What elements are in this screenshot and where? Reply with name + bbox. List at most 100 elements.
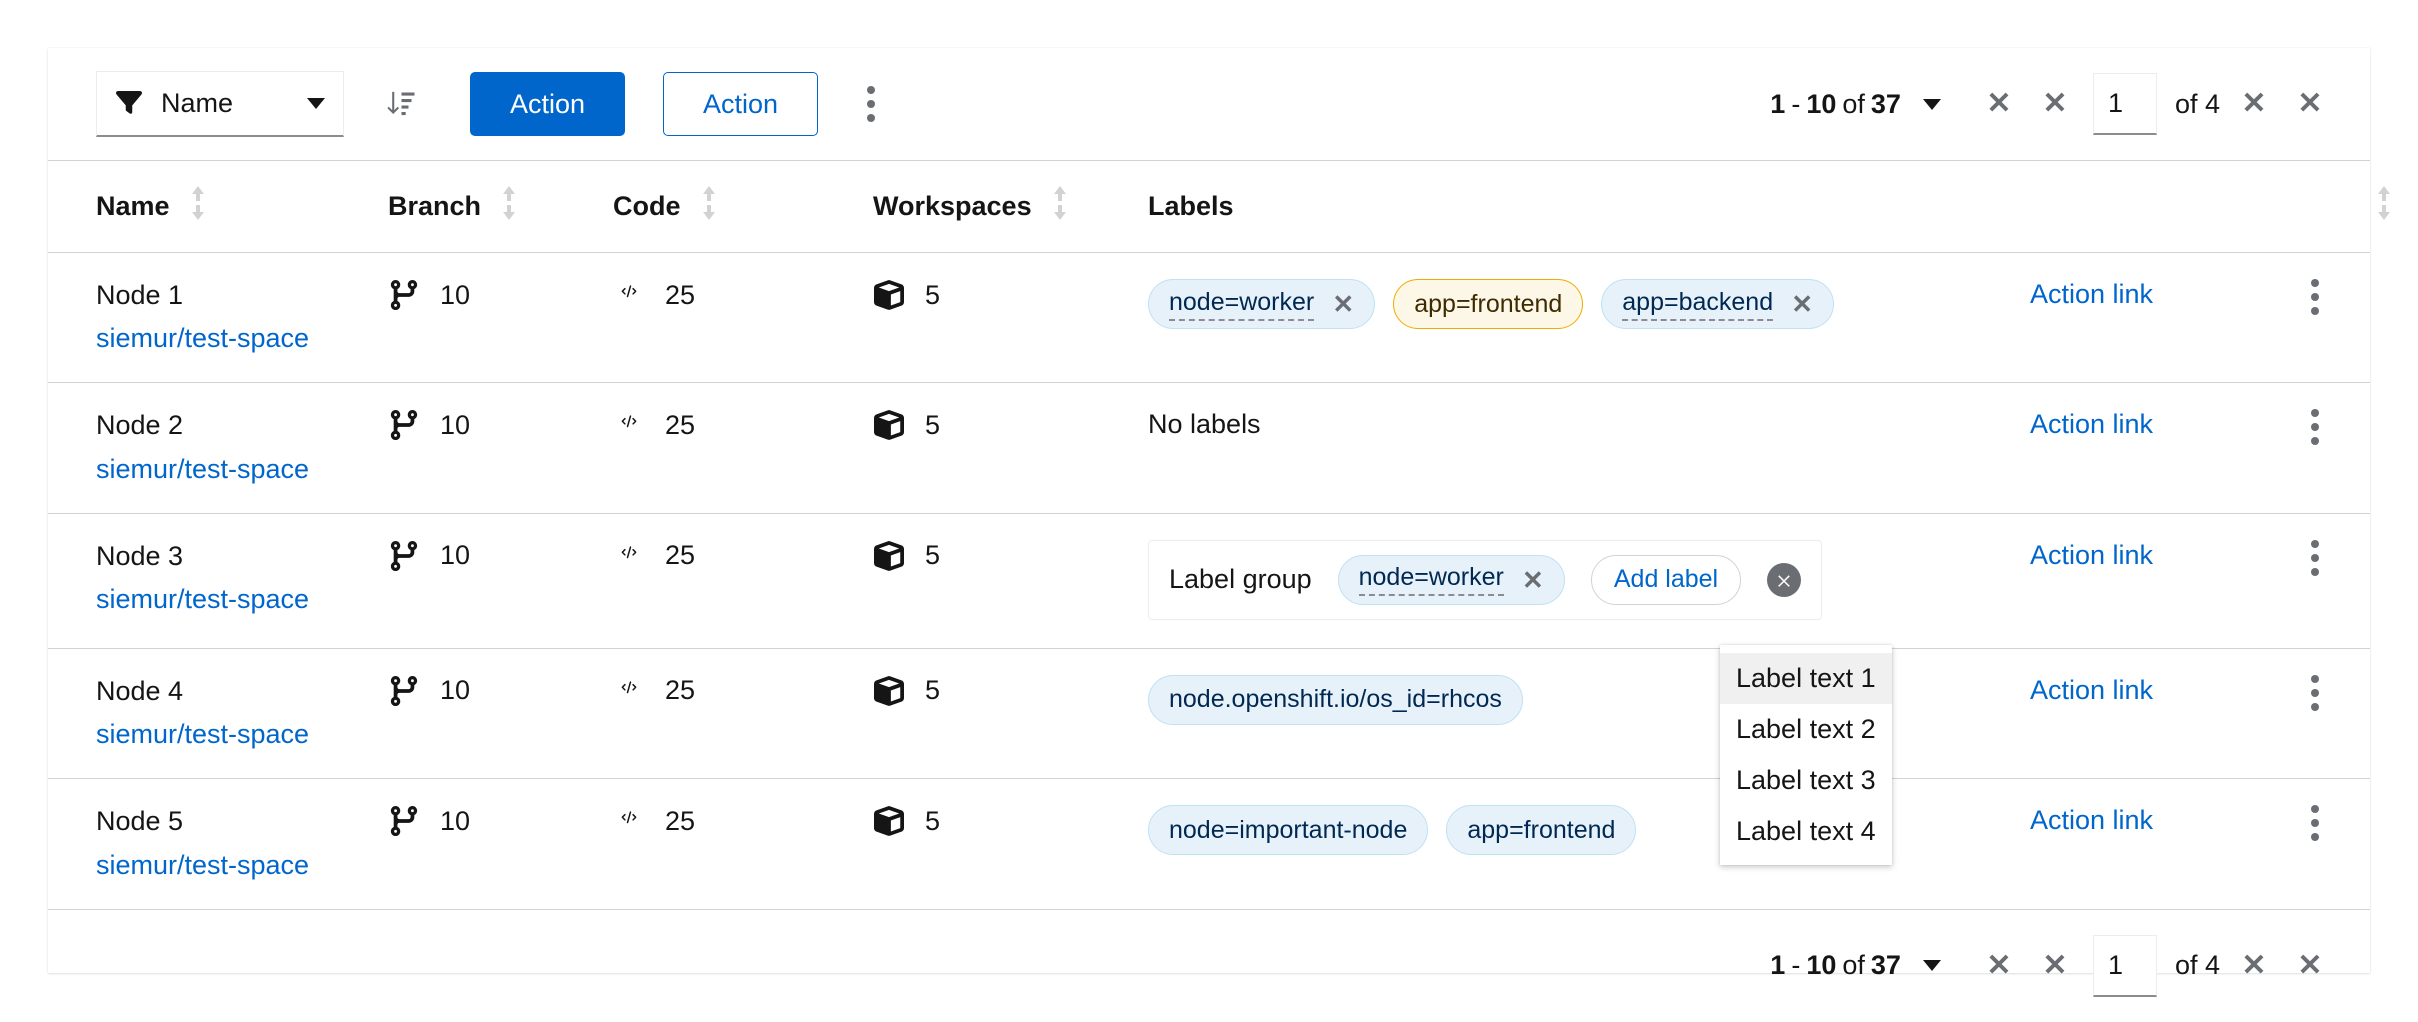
label-chip-text: app=backend bbox=[1622, 288, 1774, 321]
code-icon bbox=[619, 677, 639, 697]
row-kebab-button[interactable] bbox=[2260, 805, 2370, 842]
pagination-last-button[interactable]: ✕ bbox=[2282, 76, 2338, 132]
label-chip-list: node.openshift.io/os_id=rhcos bbox=[1148, 674, 2030, 725]
pagination-page-total: of 4 bbox=[2174, 950, 2220, 981]
label-chip[interactable]: app=frontend bbox=[1446, 805, 1637, 856]
cell-kebab bbox=[2259, 252, 2370, 384]
column-header-name[interactable]: Name bbox=[48, 160, 388, 253]
filter-select[interactable]: Name bbox=[96, 71, 344, 137]
column-header-branch[interactable]: Branch bbox=[388, 160, 613, 253]
kebab-vertical-icon bbox=[2310, 805, 2319, 842]
pagination-page-total: of 4 bbox=[2174, 88, 2220, 119]
repo-link[interactable]: siemur/test-space bbox=[96, 584, 310, 615]
label-chip[interactable]: node=worker ✕ bbox=[1148, 279, 1376, 329]
branch-count: 10 bbox=[440, 279, 471, 310]
cell-labels: Label group node=worker ✕ Add label bbox=[1148, 513, 2030, 649]
pagination-options-chevron-down-icon[interactable] bbox=[1922, 960, 1941, 972]
pagination-first-button[interactable]: ✕ bbox=[1971, 76, 2027, 132]
toolbar-kebab-button[interactable] bbox=[842, 75, 900, 133]
label-chip-close-icon[interactable]: ✕ bbox=[1521, 564, 1544, 595]
times-circle-icon[interactable] bbox=[1767, 562, 1802, 597]
dropdown-item[interactable]: Label text 3 bbox=[1736, 765, 1876, 795]
label-chip[interactable]: app=backend ✕ bbox=[1601, 279, 1835, 329]
table-header: Name Branch bbox=[48, 160, 2390, 253]
sort-button[interactable] bbox=[370, 73, 432, 135]
action-link[interactable]: Action link bbox=[2029, 539, 2154, 570]
pagination-prev-button[interactable]: ✕ bbox=[2027, 938, 2083, 994]
kebab-vertical-icon bbox=[2310, 674, 2319, 711]
pagination-next-button[interactable]: ✕ bbox=[2226, 938, 2282, 994]
repo-link[interactable]: siemur/test-space bbox=[96, 323, 310, 354]
pagination-summary: 1 - 10 of 37 bbox=[1770, 89, 1901, 120]
pagination-last-button[interactable]: ✕ bbox=[2282, 938, 2338, 994]
cell-workspaces: 5 bbox=[873, 382, 1148, 514]
repo-link[interactable]: siemur/test-space bbox=[96, 719, 310, 750]
label-chip-text: node=worker bbox=[1169, 288, 1315, 321]
cell-action: Action link bbox=[2029, 778, 2260, 910]
branch-count: 10 bbox=[440, 805, 471, 836]
pagination-page-input[interactable] bbox=[2092, 934, 2157, 997]
column-header-code-label: Code bbox=[613, 191, 681, 221]
secondary-action-button[interactable]: Action bbox=[663, 72, 818, 136]
label-group: Label group node=worker ✕ Add label bbox=[1148, 539, 1823, 620]
row-kebab-button[interactable] bbox=[2260, 279, 2370, 315]
action-link[interactable]: Action link bbox=[2029, 409, 2154, 440]
kebab-vertical-icon bbox=[2310, 539, 2319, 576]
row-kebab-button[interactable] bbox=[2260, 409, 2370, 446]
repo-link[interactable]: siemur/test-space bbox=[96, 849, 310, 880]
action-link[interactable]: Action link bbox=[2029, 674, 2154, 705]
row-kebab-button[interactable] bbox=[2260, 674, 2370, 711]
code-count: 25 bbox=[665, 675, 696, 706]
workspaces-count: 5 bbox=[925, 540, 941, 571]
cell-labels: node.openshift.io/os_id=rhcos bbox=[1148, 648, 2030, 780]
pagination-prev-button[interactable]: ✕ bbox=[2027, 76, 2083, 132]
chevron-down-icon bbox=[307, 98, 325, 109]
primary-action-button[interactable]: Action bbox=[470, 72, 625, 136]
column-header-labels[interactable]: Labels bbox=[1148, 160, 2390, 253]
label-chip[interactable]: node=important-node bbox=[1148, 805, 1429, 856]
label-chip-text: app=frontend bbox=[1414, 289, 1563, 318]
pagination-of-word: of bbox=[1842, 88, 1865, 119]
column-header-labels-label: Labels bbox=[1148, 191, 1234, 221]
label-chip[interactable]: node.openshift.io/os_id=rhcos bbox=[1148, 674, 1523, 725]
label-chip-text: app=frontend bbox=[1467, 815, 1616, 844]
cell-code: 25 bbox=[613, 252, 873, 384]
label-chip-text: node=important-node bbox=[1169, 815, 1408, 844]
toolbar-left-group: Name Action Action bbox=[96, 71, 900, 137]
pagination-nav: ✕ ✕ of 4 ✕ ✕ bbox=[1971, 73, 2338, 135]
pagination-next-button[interactable]: ✕ bbox=[2226, 76, 2282, 132]
column-header-code[interactable]: Code bbox=[613, 160, 873, 253]
column-header-workspaces[interactable]: Workspaces bbox=[873, 160, 1148, 253]
dropdown-item[interactable]: Label text 4 bbox=[1736, 816, 1876, 846]
cell-labels: No labels bbox=[1148, 382, 2030, 514]
label-chip[interactable]: app=frontend bbox=[1393, 279, 1584, 329]
node-name: Node 1 bbox=[96, 280, 184, 310]
dropdown-item[interactable]: Label text 1 bbox=[1720, 653, 1892, 704]
pagination-options-chevron-down-icon[interactable] bbox=[1922, 98, 1941, 110]
dropdown-item[interactable]: Label text 2 bbox=[1736, 714, 1876, 744]
action-link[interactable]: Action link bbox=[2029, 805, 2154, 836]
code-branch-icon bbox=[388, 805, 420, 837]
pagination-range-end: 10 bbox=[1806, 88, 1837, 119]
repo-link[interactable]: siemur/test-space bbox=[96, 453, 310, 484]
add-label-button[interactable]: Add label bbox=[1590, 554, 1742, 605]
filter-select-label: Name bbox=[161, 88, 234, 118]
pagination-page-input[interactable] bbox=[2092, 73, 2157, 135]
label-dropdown-menu[interactable]: Label text 1 Label text 2 Label text 3 Labe… bbox=[1720, 645, 1892, 865]
label-chip-close-icon[interactable]: ✕ bbox=[1332, 289, 1355, 319]
cell-branch: 10 bbox=[388, 778, 613, 910]
cube-icon bbox=[873, 279, 905, 311]
cell-workspaces: 5 bbox=[873, 513, 1148, 649]
label-group-title: Label group bbox=[1169, 564, 1312, 595]
row-kebab-button[interactable] bbox=[2260, 539, 2370, 576]
sort-updown-icon bbox=[1050, 184, 1070, 229]
label-chip[interactable]: node=worker ✕ bbox=[1337, 554, 1565, 605]
action-link[interactable]: Action link bbox=[2029, 279, 2154, 309]
label-chip-close-icon[interactable]: ✕ bbox=[1791, 289, 1814, 319]
pagination-total: 37 bbox=[1870, 950, 1901, 981]
pagination-first-button[interactable]: ✕ bbox=[1971, 938, 2027, 994]
kebab-vertical-icon bbox=[867, 86, 875, 122]
label-chip-text: node=worker bbox=[1358, 563, 1504, 597]
